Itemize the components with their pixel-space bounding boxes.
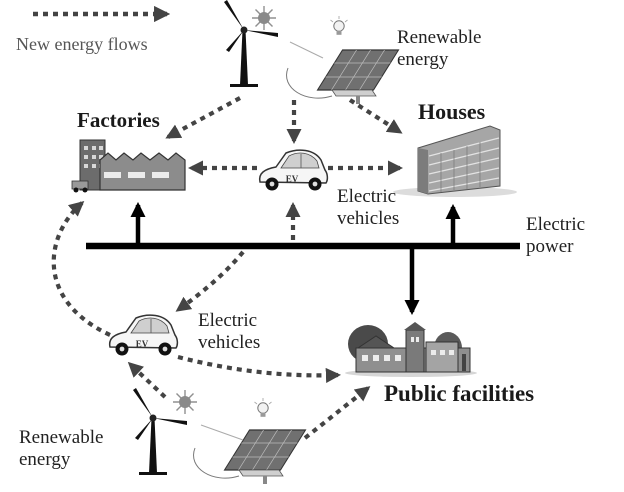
solar-panel-icon [285,49,400,105]
turbine-to-panel-line [289,41,324,59]
ev-top-line1: Electric [337,186,397,207]
ev-bottom-line1: Electric [198,310,258,331]
renewable-energy-top-label: Renewable energy [397,27,481,72]
electric-power-line1: Electric [526,214,586,235]
renewable-bottom-line2: energy [19,449,71,471]
renewable-bottom-line1: Renewable [19,427,104,448]
solar-panel-icon [192,429,307,485]
ev-badge-bottom: EV [136,339,149,349]
factories-label: Factories [77,108,160,132]
ev-car-bottom: EV [108,314,179,357]
flow-renewable-to-factories [165,96,242,139]
electric-power-line2: power [526,236,574,258]
light-bulb-icon [330,15,348,36]
flow-ev-to-factories-curve [51,201,111,337]
sun-icon [172,389,198,415]
ev-bottom-label: Electric vehicles [198,310,260,355]
renewable-top-line1: Renewable [397,27,482,48]
flow-ev-to-public [177,354,342,384]
flow-renewable-to-ev-bottom [127,361,167,399]
power-bus [86,201,520,316]
ev-badge-top: EV [286,174,299,184]
flow-renewable-to-public [303,386,371,440]
sun-icon [251,5,277,31]
ev-top-line2: vehicles [337,208,400,230]
public-facilities-label: Public facilities [384,381,535,406]
public-facility-icon [345,322,477,377]
turbine-to-panel-line [200,424,244,441]
flow-power-to-ev-bottom [175,250,245,312]
ev-car-top: EV [258,149,329,192]
wind-turbine-icon [133,388,187,475]
ev-car-icon [258,149,329,192]
renewable-top-line2: energy [397,49,449,71]
energy-flow-arrows [51,96,404,440]
houses-label: Houses [418,99,486,124]
flow-renewable-to-houses [348,98,403,134]
ev-top-label: Electric vehicles [337,186,399,231]
renewable-cluster-bottom [133,388,307,485]
light-bulb-icon [254,397,272,418]
house-icon [393,125,517,197]
ev-car-icon [108,314,179,357]
ev-bottom-line2: vehicles [198,332,261,354]
electric-power-label: Electric power [526,214,585,259]
renewable-cluster-top [224,0,400,105]
renewable-energy-bottom-label: Renewable energy [19,427,103,472]
legend-label: New energy flows [16,34,148,54]
factory-icon [71,139,186,193]
